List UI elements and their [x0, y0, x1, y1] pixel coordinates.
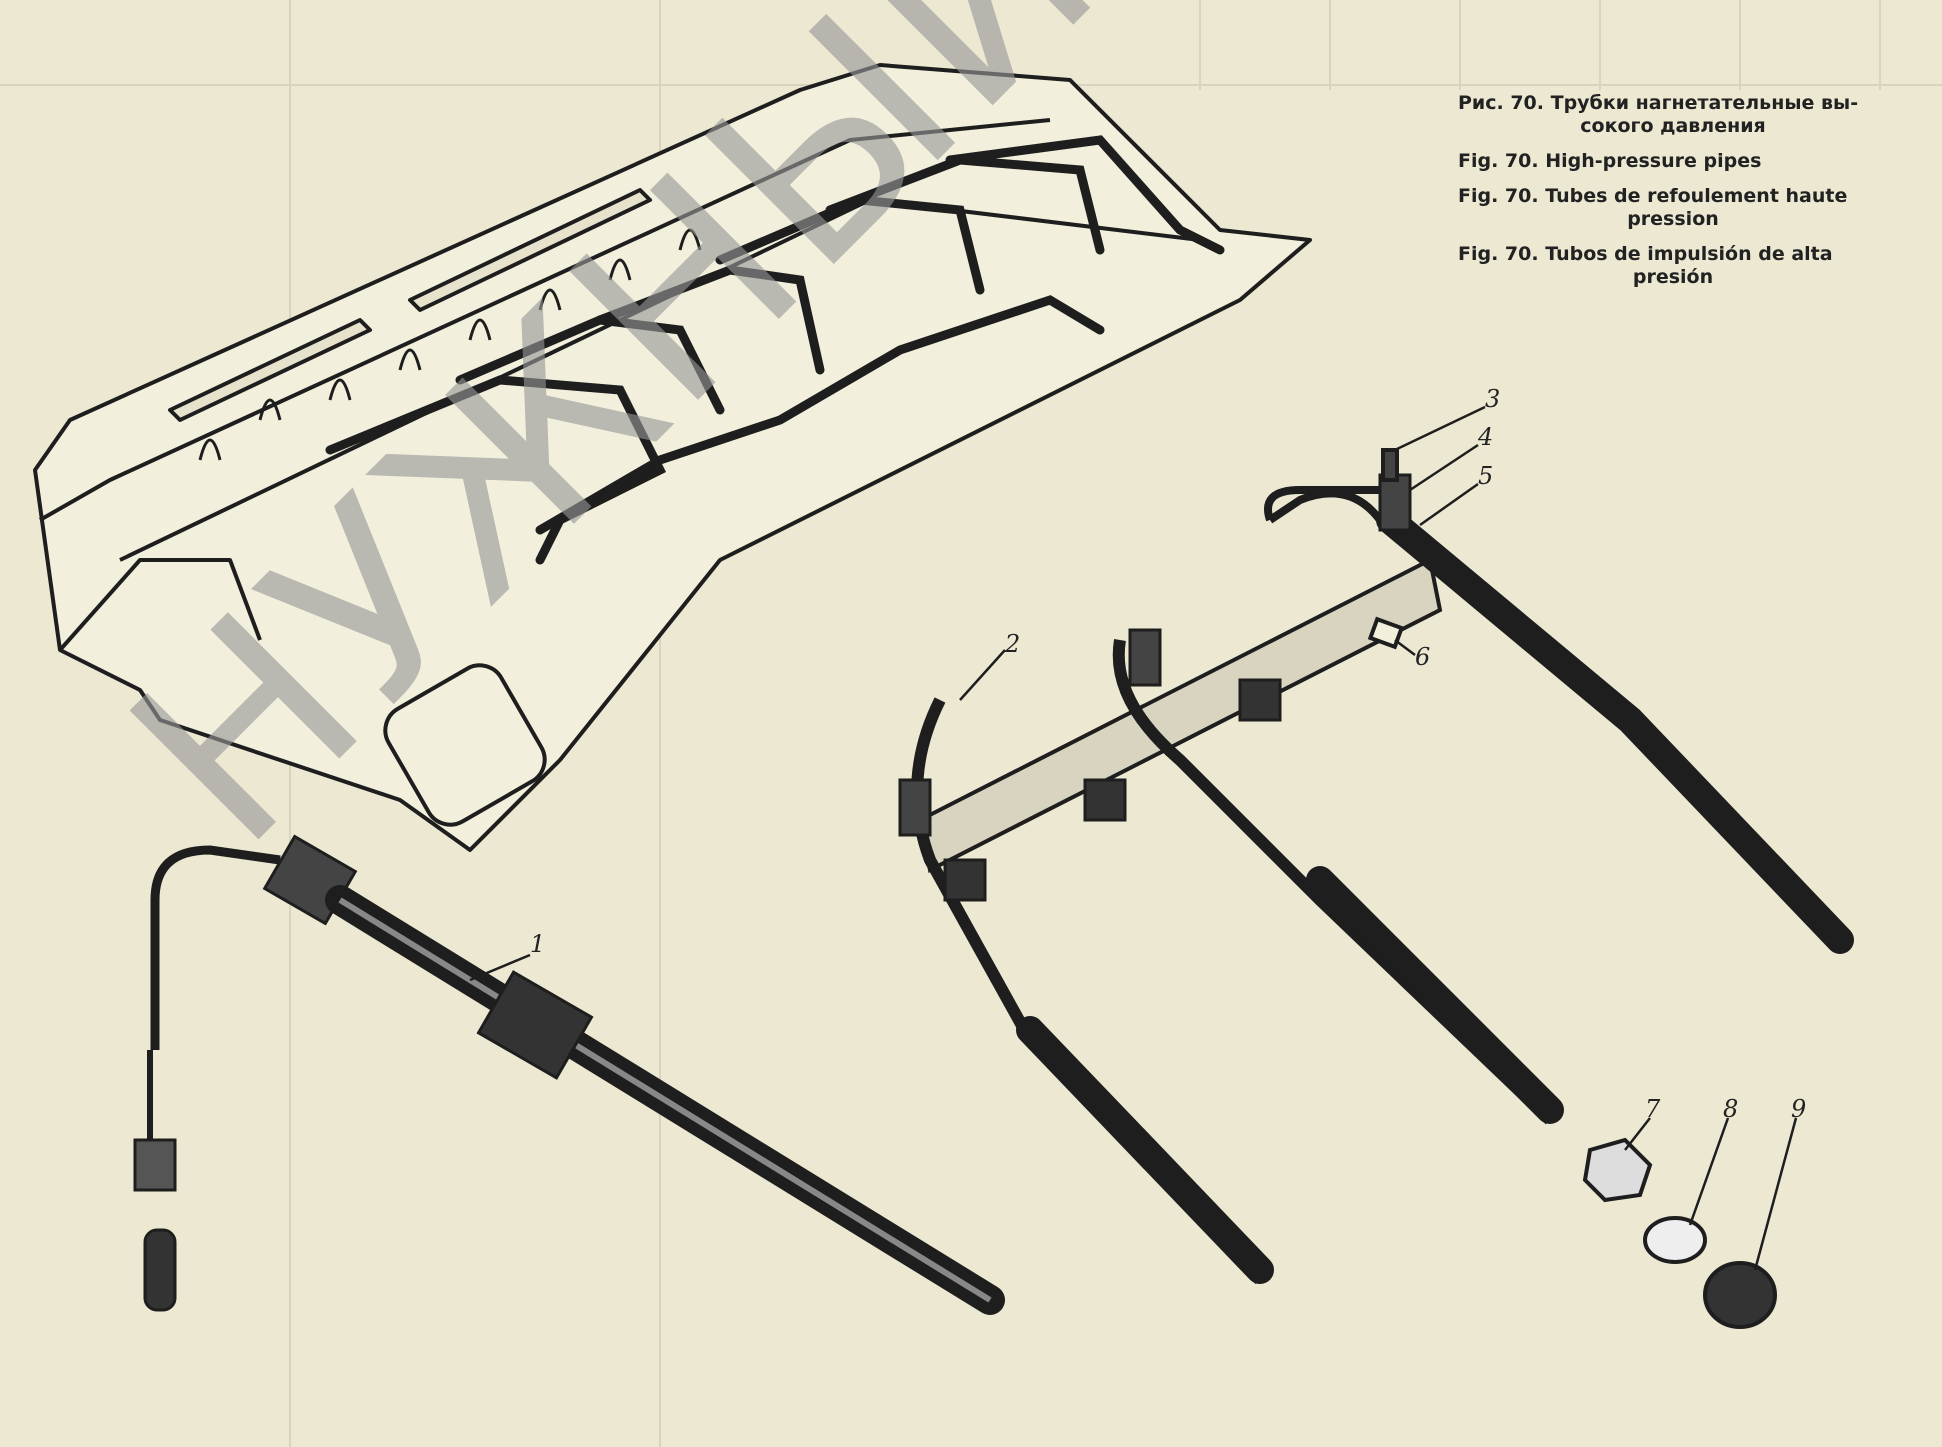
callout-9: 9 [1791, 1095, 1807, 1123]
nut-6 [1367, 616, 1405, 650]
fuel-rail-assembly [898, 473, 1854, 1285]
callout-6: 6 [1415, 643, 1431, 671]
cap-9 [1703, 1261, 1777, 1329]
engine-pipes [325, 135, 1225, 565]
caption-fr-line1: Fig. 70. Tubes de refoulement haute [1458, 185, 1848, 207]
figure-caption: Рис. 70. Трубки нагнетательные вы-сокого… [1458, 92, 1888, 301]
bolt-3 [1381, 448, 1399, 482]
nut-7 [1582, 1137, 1653, 1203]
callout-1: 1 [530, 930, 546, 958]
caption-es-line2: presión [1632, 266, 1714, 288]
leader-lines [469, 405, 1798, 1271]
engine-fins [198, 228, 702, 461]
caption-ru-line1: Рис. 70. Трубки нагнетательные вы- [1458, 92, 1859, 114]
caption-es-line1: Fig. 70. Tubos de impulsión de alta [1458, 243, 1833, 265]
callout-3: 3 [1485, 385, 1501, 413]
callout-5: 5 [1478, 462, 1494, 490]
pipe-1-exploded [133, 834, 1005, 1315]
callout-4: 4 [1478, 423, 1494, 451]
caption-ru: Рис. 70. Трубки нагнетательные вы-сокого… [1458, 92, 1888, 138]
callout-2: 2 [1005, 630, 1021, 658]
small-parts [1367, 448, 1777, 1329]
caption-ru-line2: сокого давления [1580, 115, 1766, 137]
washer-8 [1643, 1216, 1707, 1264]
callout-7: 7 [1645, 1095, 1661, 1123]
caption-en: Fig. 70. High-pressure pipes [1458, 150, 1762, 172]
callout-8: 8 [1723, 1095, 1739, 1123]
caption-fr-line2: pression [1627, 208, 1719, 230]
